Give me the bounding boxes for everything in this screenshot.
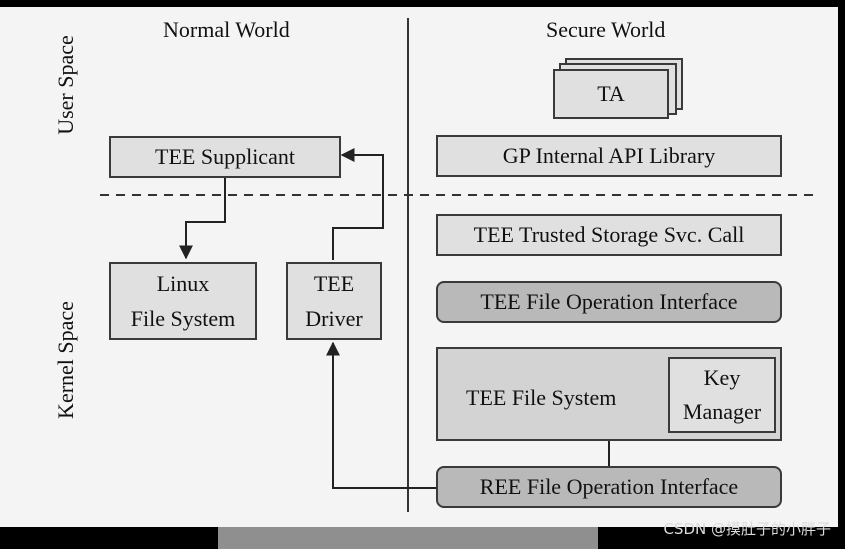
- secure-world-label: Secure World: [546, 17, 666, 42]
- ree-file-op-box: REE File Operation Interface: [436, 466, 782, 508]
- tee-trusted-storage-label: TEE Trusted Storage Svc. Call: [473, 222, 745, 248]
- tee-file-system-box: TEE File System Key Manager: [436, 347, 782, 441]
- ta-box: TA: [553, 69, 669, 119]
- driver-to-supplicant-arrow: [332, 148, 384, 260]
- linux-fs-label-line2: File System: [130, 306, 236, 331]
- tee-file-op-label: TEE File Operation Interface: [480, 289, 738, 315]
- gp-internal-api-label: GP Internal API Library: [502, 143, 716, 169]
- tee-file-system-label: TEE File System: [466, 385, 617, 410]
- tee-trusted-storage-box: TEE Trusted Storage Svc. Call: [436, 214, 782, 256]
- user-space-label: User Space: [53, 35, 78, 135]
- tee-supplicant-label: TEE Supplicant: [155, 144, 295, 170]
- key-manager-label-line2: Manager: [682, 399, 762, 424]
- ree-file-op-label: REE File Operation Interface: [479, 474, 739, 500]
- supplicant-to-fs-arrow: [179, 177, 226, 260]
- normal-world-label: Normal World: [163, 17, 290, 42]
- tee-driver-label-line2: Driver: [305, 306, 363, 331]
- kernel-space-label: Kernel Space: [53, 301, 78, 419]
- ta-label: TA: [597, 81, 625, 107]
- linux-fs-box: Linux File System: [109, 262, 257, 340]
- gp-internal-api-box: GP Internal API Library: [436, 135, 782, 177]
- tee-supplicant-box: TEE Supplicant: [109, 136, 341, 178]
- ree-to-driver-arrow: [326, 341, 437, 489]
- linux-fs-label-line1: Linux: [156, 270, 210, 296]
- bottom-strip: [218, 527, 598, 549]
- tee-file-op-box: TEE File Operation Interface: [436, 281, 782, 323]
- tee-driver-box: TEE Driver: [286, 262, 382, 340]
- tee-driver-label-line1: TEE: [313, 270, 355, 296]
- watermark: CSDN @摸肚子的小胖子: [663, 520, 831, 538]
- key-manager-box: Key Manager: [668, 357, 776, 433]
- key-manager-label-line1: Key: [703, 364, 741, 390]
